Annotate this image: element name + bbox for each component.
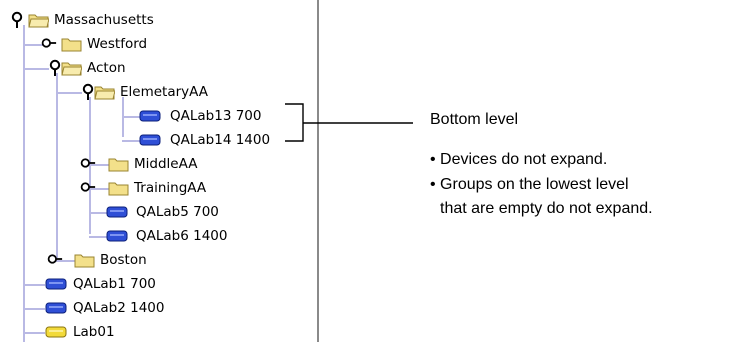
tree-node-elemetaryaa[interactable]: ElemetaryAA: [0, 80, 220, 102]
tree-node-qalab14[interactable]: QALab14 1400: [0, 128, 300, 150]
tree-connector: [23, 332, 45, 334]
tree-panel: Massachusetts Westford Acton: [0, 0, 319, 342]
tree-node-label: QALab6 1400: [136, 228, 228, 244]
tree-connector: [89, 236, 107, 238]
tree-node-acton[interactable]: Acton: [0, 56, 200, 78]
annotation-bullet: that are empty do not expand.: [440, 200, 653, 217]
tree-connector: [122, 116, 140, 118]
device-icon: [106, 206, 128, 218]
collapsed-toggle-icon[interactable]: [80, 154, 96, 172]
callout-bracket: [285, 103, 413, 142]
tree-connector: [56, 260, 82, 262]
folder-icon: [108, 182, 129, 196]
tree-connector: [122, 140, 140, 142]
tree-node-label: QALab13 700: [170, 108, 262, 124]
tree-node-qalab2[interactable]: QALab2 1400: [0, 296, 200, 318]
folder-open-icon: [28, 14, 49, 28]
tree-node-label: QALab5 700: [136, 204, 219, 220]
tree-connector: [56, 73, 58, 258]
tree-node-label: Westford: [87, 36, 148, 52]
tree-node-label: QALab14 1400: [170, 132, 271, 148]
annotation-bullet: • Groups on the lowest level: [430, 176, 629, 193]
expanded-toggle-icon[interactable]: [47, 59, 63, 77]
collapsed-toggle-icon[interactable]: [80, 178, 96, 196]
tree-node-label: Acton: [87, 60, 126, 76]
device-icon: [45, 326, 67, 338]
folder-icon: [74, 254, 95, 268]
folder-icon: [61, 38, 82, 52]
collapsed-toggle-icon[interactable]: [41, 34, 57, 52]
expanded-toggle-icon[interactable]: [9, 11, 25, 29]
tree-connector: [56, 92, 82, 94]
device-icon: [45, 302, 67, 314]
tree-node-label: QALab2 1400: [73, 300, 165, 316]
tree-node-label: Massachusetts: [54, 12, 154, 28]
tree-node-label: QALab1 700: [73, 276, 156, 292]
tree-connector: [23, 25, 25, 342]
tree-node-label: TrainingAA: [134, 180, 207, 196]
tree-node-label: Lab01: [73, 324, 115, 340]
tree-node-middleaa[interactable]: MiddleAA: [0, 152, 200, 174]
tree-node-boston[interactable]: Boston: [0, 248, 200, 270]
annotation-bullet: • Devices do not expand.: [430, 151, 608, 168]
folder-open-icon: [94, 86, 115, 100]
tree-node-lab01[interactable]: Lab01: [0, 320, 200, 342]
tree-node-qalab1[interactable]: QALab1 700: [0, 272, 200, 294]
tree-connector: [89, 212, 107, 214]
device-icon: [139, 110, 161, 122]
tree-connector: [23, 68, 49, 70]
tree-node-label: Boston: [100, 252, 147, 268]
device-icon: [45, 278, 67, 290]
tree-connector: [23, 44, 49, 46]
tree-node-westford[interactable]: Westford: [0, 32, 200, 54]
folder-icon: [108, 158, 129, 172]
tree-node-label: MiddleAA: [134, 156, 198, 172]
tree-node-qalab6[interactable]: QALab6 1400: [0, 224, 260, 246]
tree-node-label: ElemetaryAA: [120, 84, 208, 100]
tree-node-qalab5[interactable]: QALab5 700: [0, 200, 260, 222]
tree-connector: [89, 164, 115, 166]
tree-connector: [23, 284, 45, 286]
tree-node-qalab13[interactable]: QALab13 700: [0, 104, 300, 126]
device-icon: [139, 134, 161, 146]
device-icon: [106, 230, 128, 242]
folder-open-icon: [61, 62, 82, 76]
tree-connector: [23, 308, 45, 310]
expanded-toggle-icon[interactable]: [80, 83, 96, 101]
tree-node-trainingaa[interactable]: TrainingAA: [0, 176, 206, 198]
tree-node-massachusetts[interactable]: Massachusetts: [0, 8, 200, 30]
tree-connector: [89, 188, 115, 190]
annotation-heading: Bottom level: [430, 111, 519, 128]
collapsed-toggle-icon[interactable]: [47, 250, 63, 268]
